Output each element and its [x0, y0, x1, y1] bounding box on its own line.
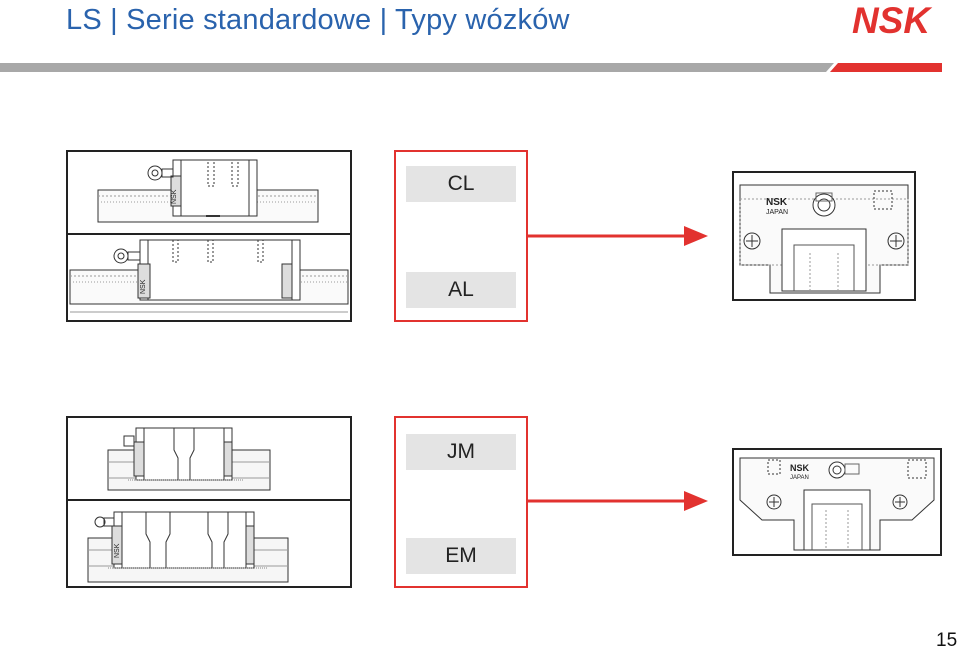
side-view-marking-text: NSK [114, 543, 121, 558]
end-view-drawing-cl-al: NSK JAPAN [732, 171, 916, 301]
carriage-type-label: AL [406, 272, 516, 308]
page-title: LS | Serie standardowe | Typy wózków [66, 4, 570, 36]
arrow-right-icon [528, 224, 710, 248]
short-carriage-drawing [107, 427, 271, 491]
page-number: 15 [936, 630, 958, 651]
long-carriage-drawing: NSK [87, 511, 289, 583]
side-view-marking-text: NSK [140, 279, 147, 294]
logo-text: NSK [852, 2, 932, 38]
carriage-type-label: CL [406, 166, 516, 202]
header-divider-bar [0, 63, 960, 75]
arrow-right-icon [528, 489, 710, 513]
end-view-drawing-jm-em: NSK JAPAN [732, 448, 942, 556]
end-view-brand-text: NSK [790, 463, 810, 473]
short-carriage-drawing: NSK [97, 159, 319, 223]
carriage-type-box-1: CL AL [394, 150, 528, 322]
side-view-drawing-jm-em: NSK [66, 416, 352, 588]
end-view-brand-text: NSK [766, 197, 788, 208]
end-view-country-text: JAPAN [790, 475, 809, 481]
carriage-type-label: JM [406, 434, 516, 470]
nsk-logo: NSK [840, 2, 942, 38]
carriage-type-label: EM [406, 538, 516, 574]
end-view-country-text: JAPAN [766, 209, 788, 216]
long-carriage-drawing: NSK [69, 239, 349, 313]
side-view-marking-text: NSK [171, 189, 178, 204]
carriage-type-box-2: JM EM [394, 416, 528, 588]
side-view-drawing-cl-al: NSK NSK [66, 150, 352, 322]
